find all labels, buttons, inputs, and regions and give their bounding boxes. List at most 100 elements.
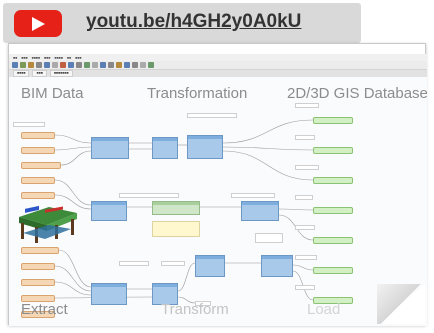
menu-item[interactable]: ■■ <box>66 55 72 60</box>
annotation-box <box>161 261 185 266</box>
writer-feature-type[interactable] <box>313 117 353 124</box>
youtube-play-button[interactable] <box>14 10 62 37</box>
transformer-node[interactable] <box>241 201 279 221</box>
menu-item[interactable]: ■■■ <box>75 55 82 60</box>
annotation-box <box>187 113 237 118</box>
output-dataset-label <box>295 285 315 290</box>
annotation-box <box>231 193 275 198</box>
tab-bar: ■■■■ ■■■ ■■■■■■■ <box>9 70 427 77</box>
output-dataset-label <box>295 255 317 260</box>
toolbar-icon[interactable] <box>140 62 146 68</box>
bookmark-note <box>152 221 200 237</box>
reader-feature-type[interactable] <box>21 263 55 270</box>
video-link[interactable]: youtu.be/h4GH2y0A0kU <box>86 11 302 32</box>
writer-feature-type[interactable] <box>313 297 353 304</box>
connection-line <box>60 150 92 166</box>
toolbar-icon[interactable] <box>44 62 50 68</box>
output-heading: 2D/3D GIS Database <box>287 85 427 102</box>
annotation-box <box>255 233 283 243</box>
output-dataset-label <box>295 165 319 170</box>
workspace-screenshot-card: ■■ ■■■ ■■■■ ■■■ ■■■■ ■■ ■■■ ■■■■ ■■■ ■■■… <box>8 43 427 326</box>
load-label: Load <box>307 301 341 318</box>
connection-line <box>222 146 314 151</box>
toolbar-icon[interactable] <box>92 62 98 68</box>
tab[interactable]: ■■■■ <box>13 70 30 77</box>
transform-label: Transform <box>161 301 229 318</box>
connection-line <box>54 194 92 210</box>
transformer-node[interactable] <box>152 137 178 159</box>
reader-feature-type[interactable] <box>21 132 55 139</box>
reader-feature-type[interactable] <box>21 162 61 169</box>
reader-feature-type[interactable] <box>21 295 55 302</box>
transformer-node[interactable] <box>261 255 293 277</box>
input-heading: BIM Data <box>21 85 84 102</box>
connection-line <box>54 265 92 292</box>
menu-bar: ■■ ■■■ ■■■■ ■■■ ■■■■ ■■ ■■■ <box>9 54 427 61</box>
reader-feature-type[interactable] <box>21 192 55 199</box>
toolbar <box>9 61 427 70</box>
connection-line <box>54 281 92 296</box>
menu-item[interactable]: ■■■■ <box>31 55 41 60</box>
reader-feature-type[interactable] <box>21 279 55 286</box>
connection-line <box>222 119 314 144</box>
page-curl <box>377 284 425 324</box>
source-dataset-label <box>13 122 45 127</box>
toolbar-icon[interactable] <box>100 62 106 68</box>
toolbar-icon[interactable] <box>20 62 26 68</box>
output-dataset-label <box>295 135 315 140</box>
toolbar-icon[interactable] <box>28 62 34 68</box>
toolbar-icon[interactable] <box>108 62 114 68</box>
menu-item[interactable]: ■■■■ <box>54 55 63 60</box>
connection-line <box>278 208 314 211</box>
tab[interactable]: ■■■■■■■ <box>49 70 73 77</box>
connection-line <box>177 262 196 292</box>
writer-feature-type[interactable] <box>313 267 353 274</box>
transformer-node[interactable] <box>91 201 127 221</box>
toolbar-icon[interactable] <box>52 62 58 68</box>
transformer-node[interactable] <box>195 255 225 277</box>
annotation-box <box>195 301 211 306</box>
output-dataset-label <box>295 103 319 108</box>
connection-line <box>222 150 314 181</box>
transformer-node[interactable] <box>152 283 178 305</box>
play-icon <box>32 17 45 31</box>
toolbar-icon[interactable] <box>148 62 154 68</box>
fme-workbench-window: ■■ ■■■ ■■■■ ■■■ ■■■■ ■■ ■■■ ■■■■ ■■■ ■■■… <box>9 54 427 326</box>
middle-heading: Transformation <box>147 85 248 102</box>
toolbar-icon[interactable] <box>36 62 42 68</box>
writer-feature-type[interactable] <box>313 237 353 244</box>
toolbar-icon[interactable] <box>124 62 130 68</box>
toolbar-icon[interactable] <box>68 62 74 68</box>
video-link-header: youtu.be/h4GH2y0A0kU <box>3 3 361 43</box>
output-dataset-label <box>295 195 313 200</box>
writer-feature-type[interactable] <box>313 147 353 154</box>
workflow-canvas[interactable]: BIM Data Transformation 2D/3D GIS Databa… <box>9 77 427 326</box>
connection-line <box>177 296 196 304</box>
transformer-node[interactable] <box>152 201 200 215</box>
toolbar-icon[interactable] <box>132 62 138 68</box>
writer-feature-type[interactable] <box>313 177 353 184</box>
connection-line <box>54 146 92 151</box>
connection-line <box>292 264 314 271</box>
toolbar-icon[interactable] <box>116 62 122 68</box>
toolbar-icon[interactable] <box>60 62 66 68</box>
reader-feature-type[interactable] <box>21 177 55 184</box>
menu-item[interactable]: ■■■ <box>44 55 51 60</box>
toolbar-icon[interactable] <box>76 62 82 68</box>
reader-feature-type[interactable] <box>21 311 55 318</box>
menu-item[interactable]: ■■■ <box>21 55 28 60</box>
output-dataset-label <box>295 225 315 230</box>
tab[interactable]: ■■■ <box>32 70 47 77</box>
transformer-node[interactable] <box>91 283 127 305</box>
writer-feature-type[interactable] <box>313 207 353 214</box>
toolbar-icon[interactable] <box>12 62 18 68</box>
toolbar-icon[interactable] <box>84 62 90 68</box>
reader-feature-type[interactable] <box>21 147 55 154</box>
extract-label: Extract <box>21 301 68 318</box>
bim-model-thumbnail <box>19 205 77 243</box>
transformer-node[interactable] <box>91 137 129 159</box>
transformer-node[interactable] <box>187 135 223 159</box>
menu-item[interactable]: ■■ <box>13 55 18 60</box>
reader-feature-type[interactable] <box>21 247 59 254</box>
connection-line <box>54 179 92 206</box>
